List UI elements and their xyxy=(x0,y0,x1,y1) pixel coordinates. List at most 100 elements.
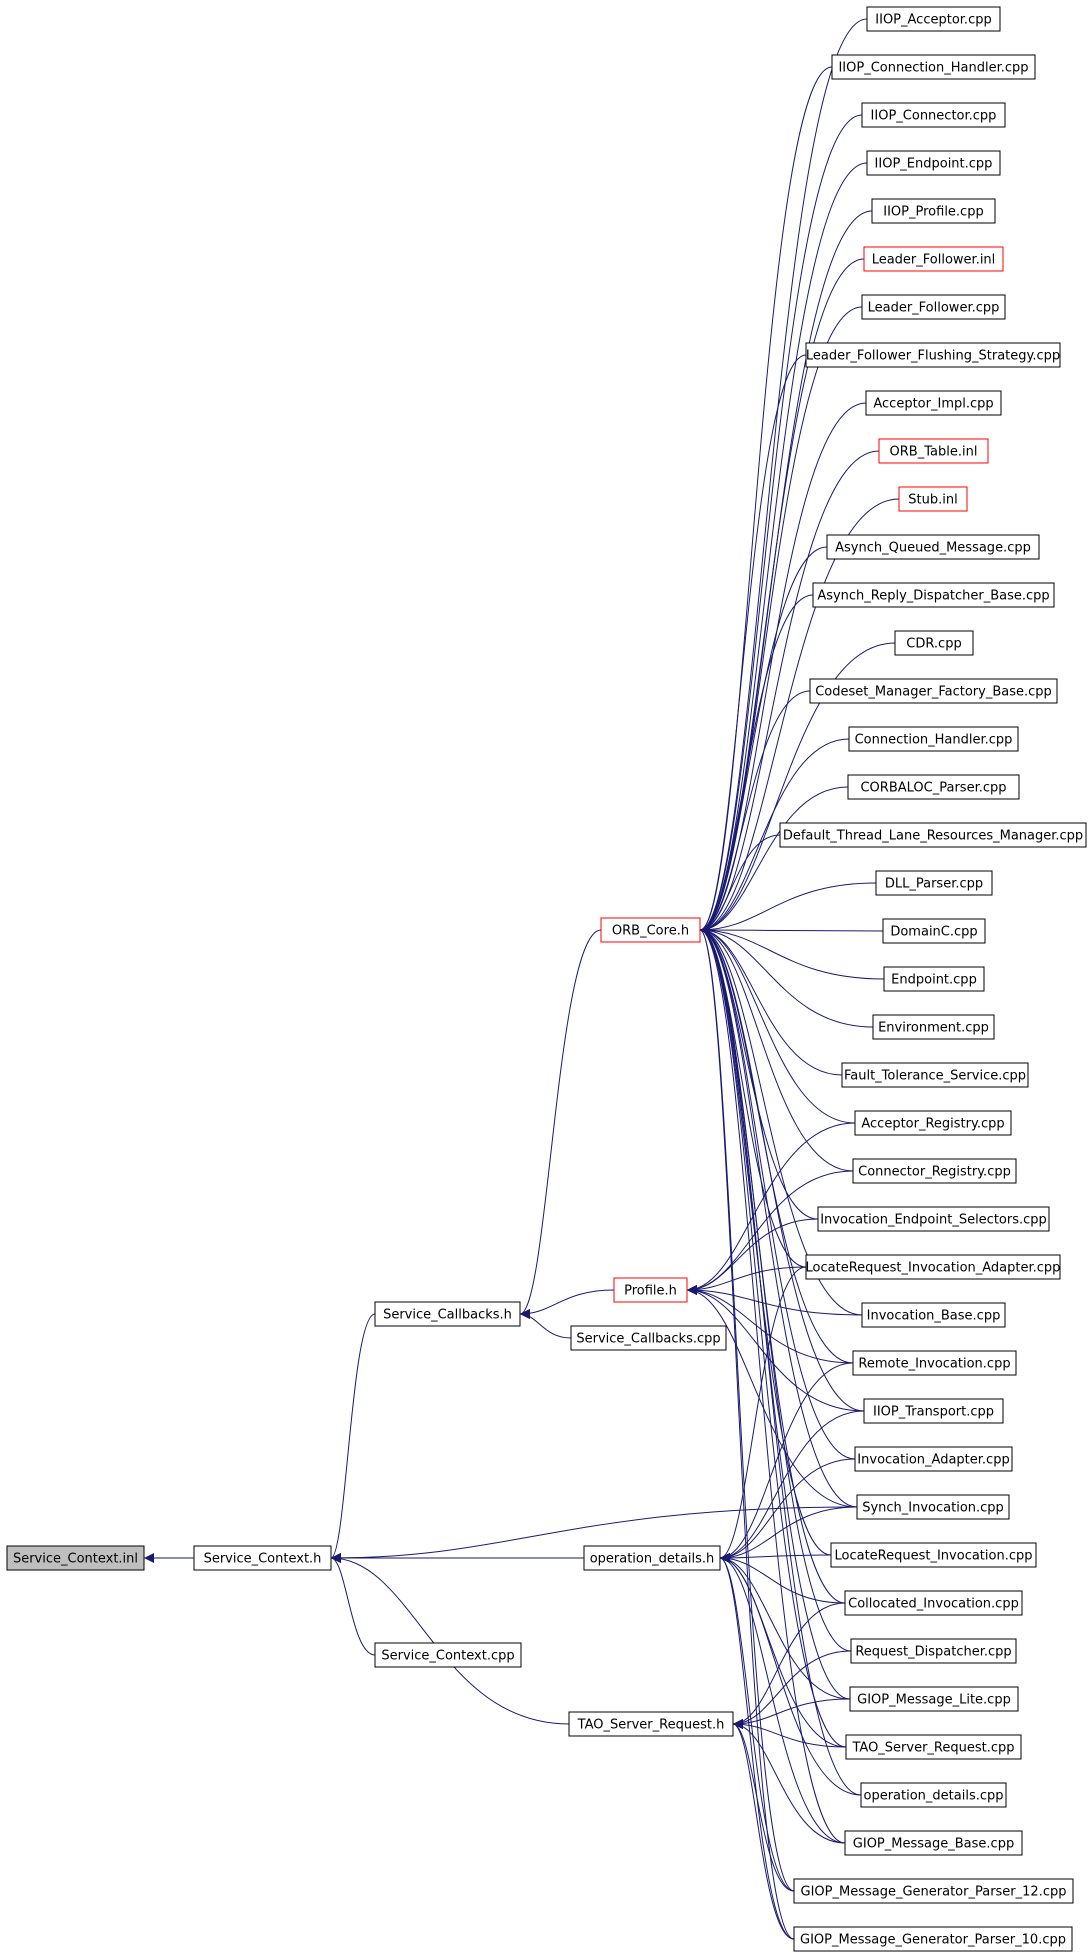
node-profile[interactable]: Profile.h xyxy=(613,1277,688,1303)
node-box xyxy=(865,390,1002,416)
node-scb_h[interactable]: Service_Callbacks.h xyxy=(374,1301,521,1327)
node-label: Invocation_Base.cpp xyxy=(867,1309,1001,1324)
node-n16[interactable]: CORBALOC_Parser.cpp xyxy=(847,774,1020,800)
node-label: Asynch_Queued_Message.cpp xyxy=(835,541,1031,556)
node-box xyxy=(817,1206,1050,1232)
node-n1[interactable]: IIOP_Connection_Handler.cpp xyxy=(831,54,1036,80)
node-box xyxy=(374,1301,521,1327)
node-sc_h[interactable]: Service_Context.h xyxy=(193,1545,332,1571)
node-n11[interactable]: Asynch_Queued_Message.cpp xyxy=(826,534,1040,560)
edge-n7-to-orb xyxy=(699,354,807,935)
edge-n38-to-tsr xyxy=(732,1719,846,1844)
edge-n26-to-opd xyxy=(719,1266,807,1563)
node-box xyxy=(883,966,985,992)
node-n28[interactable]: Remote_Invocation.cpp xyxy=(852,1350,1017,1376)
node-n20[interactable]: Endpoint.cpp xyxy=(883,966,985,992)
node-label: Service_Context.cpp xyxy=(381,1649,514,1664)
node-n8[interactable]: Acceptor_Impl.cpp xyxy=(865,390,1002,416)
edge-n30-to-opd xyxy=(719,1458,856,1563)
edge-n23-to-profile xyxy=(686,1122,856,1295)
edge-n28-to-profile xyxy=(686,1285,854,1364)
node-box xyxy=(894,630,974,656)
node-label: LocateRequest_Invocation_Adapter.cpp xyxy=(806,1261,1061,1276)
node-box xyxy=(850,1638,1017,1664)
node-n30[interactable]: Invocation_Adapter.cpp xyxy=(854,1446,1013,1472)
node-n29[interactable]: IIOP_Transport.cpp xyxy=(863,1398,1004,1424)
node-label: Codeset_Manager_Factory_Base.cpp xyxy=(815,685,1052,700)
node-label: Fault_Tolerance_Service.cpp xyxy=(844,1069,1026,1084)
node-box xyxy=(570,1325,727,1351)
node-n32[interactable]: LocateRequest_Invocation.cpp xyxy=(830,1542,1037,1568)
node-label: IIOP_Acceptor.cpp xyxy=(875,13,991,28)
node-box xyxy=(841,1062,1029,1088)
node-n36[interactable]: TAO_Server_Request.cpp xyxy=(845,1734,1022,1760)
edge-tsr-to-sc_h xyxy=(330,1553,570,1725)
node-n34[interactable]: Request_Dispatcher.cpp xyxy=(850,1638,1017,1664)
edge-n25-to-profile xyxy=(686,1218,819,1295)
node-label: Leader_Follower_Flushing_Strategy.cpp xyxy=(806,349,1060,364)
node-box xyxy=(844,1590,1023,1616)
node-n2[interactable]: IIOP_Connector.cpp xyxy=(861,102,1006,128)
node-box xyxy=(844,1830,1023,1856)
node-n10[interactable]: Stub.inl xyxy=(898,486,968,512)
node-label: Connection_Handler.cpp xyxy=(855,733,1013,748)
node-box xyxy=(845,1734,1022,1760)
node-n0[interactable]: IIOP_Acceptor.cpp xyxy=(866,6,1001,32)
node-label: GIOP_Message_Base.cpp xyxy=(853,1837,1014,1852)
edge-orb-to-scb_h xyxy=(519,929,602,1319)
node-n3[interactable]: IIOP_Endpoint.cpp xyxy=(866,150,1001,176)
node-box xyxy=(852,1158,1017,1184)
node-n27[interactable]: Invocation_Base.cpp xyxy=(861,1302,1006,1328)
node-label: IIOP_Connector.cpp xyxy=(871,109,997,124)
node-n19[interactable]: DomainC.cpp xyxy=(882,918,986,944)
node-n33[interactable]: Collocated_Invocation.cpp xyxy=(844,1590,1023,1616)
node-n4[interactable]: IIOP_Profile.cpp xyxy=(871,198,996,224)
node-n21[interactable]: Environment.cpp xyxy=(872,1014,995,1040)
node-tsr[interactable]: TAO_Server_Request.h xyxy=(568,1711,734,1737)
node-box xyxy=(805,1254,1061,1280)
node-n17[interactable]: Default_Thread_Lane_Resources_Manager.cp… xyxy=(779,822,1087,848)
node-root[interactable]: Service_Context.inl xyxy=(6,1545,145,1571)
node-n7[interactable]: Leader_Follower_Flushing_Strategy.cpp xyxy=(805,342,1061,368)
node-n26[interactable]: LocateRequest_Invocation_Adapter.cpp xyxy=(805,1254,1061,1280)
node-label: Collocated_Invocation.cpp xyxy=(848,1597,1019,1612)
node-n31[interactable]: Synch_Invocation.cpp xyxy=(856,1494,1010,1520)
edge-n1-to-orb xyxy=(699,66,833,935)
edge-n2-to-orb xyxy=(699,114,863,935)
node-n39[interactable]: GIOP_Message_Generator_Parser_12.cpp xyxy=(793,1878,1074,1904)
node-n6[interactable]: Leader_Follower.cpp xyxy=(861,294,1006,320)
edge-n23-to-orb xyxy=(699,925,856,1124)
node-n38[interactable]: GIOP_Message_Base.cpp xyxy=(844,1830,1023,1856)
node-opd[interactable]: operation_details.h xyxy=(583,1545,721,1571)
node-n9[interactable]: ORB_Table.inl xyxy=(878,438,989,464)
node-label: Remote_Invocation.cpp xyxy=(858,1357,1010,1372)
edge-n8-to-orb xyxy=(699,402,867,935)
node-orb[interactable]: ORB_Core.h xyxy=(600,917,701,943)
node-sc_cpp[interactable]: Service_Context.cpp xyxy=(374,1642,522,1668)
node-n5[interactable]: Leader_Follower.inl xyxy=(863,246,1004,272)
node-label: Endpoint.cpp xyxy=(891,973,977,988)
node-scb_cpp[interactable]: Service_Callbacks.cpp xyxy=(570,1325,727,1351)
node-n35[interactable]: GIOP_Message_Lite.cpp xyxy=(849,1686,1019,1712)
node-n23[interactable]: Acceptor_Registry.cpp xyxy=(854,1110,1012,1136)
node-n24[interactable]: Connector_Registry.cpp xyxy=(852,1158,1017,1184)
node-n18[interactable]: DLL_Parser.cpp xyxy=(875,870,993,896)
node-box xyxy=(882,918,986,944)
node-label: CDR.cpp xyxy=(906,637,961,652)
node-n22[interactable]: Fault_Tolerance_Service.cpp xyxy=(841,1062,1029,1088)
node-label: Environment.cpp xyxy=(878,1021,989,1036)
edge-n40-to-tsr xyxy=(732,1719,795,1940)
node-label: TAO_Server_Request.h xyxy=(577,1718,725,1733)
node-n13[interactable]: CDR.cpp xyxy=(894,630,974,656)
node-box xyxy=(861,1302,1006,1328)
node-n14[interactable]: Codeset_Manager_Factory_Base.cpp xyxy=(809,678,1058,704)
edge-n34-to-tsr xyxy=(732,1650,852,1729)
node-n37[interactable]: operation_details.cpp xyxy=(860,1782,1007,1808)
edge-n16-to-orb xyxy=(699,786,849,935)
node-label: Request_Dispatcher.cpp xyxy=(855,1645,1011,1660)
node-n12[interactable]: Asynch_Reply_Dispatcher_Base.cpp xyxy=(812,582,1055,608)
node-n25[interactable]: Invocation_Endpoint_Selectors.cpp xyxy=(817,1206,1050,1232)
node-n40[interactable]: GIOP_Message_Generator_Parser_10.cpp xyxy=(793,1926,1073,1952)
node-n15[interactable]: Connection_Handler.cpp xyxy=(848,726,1019,752)
edge-scb_cpp-to-scb_h xyxy=(519,1309,572,1339)
